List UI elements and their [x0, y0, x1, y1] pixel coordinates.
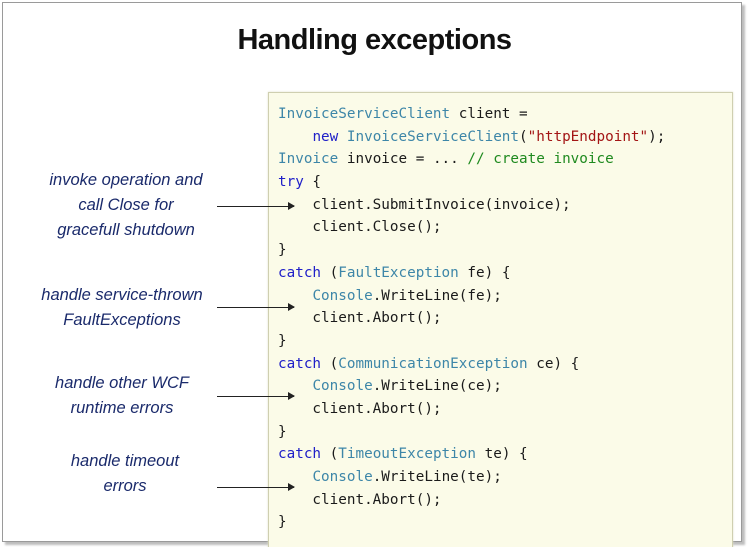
code-token: invoice = ...: [338, 151, 468, 168]
code-token: CommunicationException: [338, 355, 528, 372]
code-line: Invoice invoice = ... // create invoice: [278, 148, 665, 171]
code-token: client.Abort();: [278, 310, 442, 327]
code-token: TimeoutException: [338, 446, 476, 463]
code-token: }: [278, 332, 287, 349]
code-line: Console.WriteLine(ce);: [278, 375, 665, 398]
code-token: Console: [312, 287, 373, 304]
code-token: .WriteLine(te);: [372, 469, 502, 485]
code-token: catch: [278, 264, 322, 281]
code-token: [278, 469, 312, 485]
code-line: client.Abort();: [278, 398, 665, 421]
code-line: }: [278, 421, 665, 444]
code-line: client.Close();: [278, 216, 665, 239]
code-token: new: [312, 128, 339, 145]
code-token: [278, 378, 312, 394]
code-token: );: [648, 128, 666, 145]
code-line: catch (TimeoutException te) {: [278, 443, 665, 466]
code-token: try: [278, 174, 304, 191]
code-token: FaultException: [338, 264, 459, 281]
code-token: client.Close();: [278, 219, 442, 236]
code-line: client.SubmitInvoice(invoice);: [278, 194, 665, 217]
code-token: fe) {: [458, 264, 511, 281]
code-token: client.SubmitInvoice(invoice);: [278, 196, 571, 213]
code-token: te) {: [476, 446, 528, 463]
code-line: client.Abort();: [278, 489, 665, 512]
arrow-to-timeout-catch: [217, 483, 295, 491]
code-panel: [268, 92, 733, 547]
arrow-to-fault-catch: [217, 303, 295, 311]
code-token: {: [303, 174, 322, 191]
code-line: catch (FaultException fe) {: [278, 262, 665, 285]
code-block: InvoiceServiceClient client = new Invoic…: [278, 103, 665, 534]
code-token: (: [321, 264, 339, 281]
code-token: client.Abort();: [278, 491, 442, 508]
code-token: }: [278, 514, 287, 531]
code-token: .WriteLine(fe);: [372, 287, 502, 304]
code-token: .WriteLine(ce);: [372, 378, 502, 395]
code-token: [338, 129, 347, 145]
code-token: (: [321, 446, 339, 463]
code-token: [278, 129, 312, 145]
code-line: Console.WriteLine(fe);: [278, 285, 665, 308]
code-line: InvoiceServiceClient client =: [278, 103, 665, 126]
code-token: // create invoice: [467, 151, 614, 168]
code-line: catch (CommunicationException ce) {: [278, 353, 665, 376]
code-line: try {: [278, 171, 665, 194]
code-line: Console.WriteLine(te);: [278, 466, 665, 489]
code-token: (: [519, 128, 528, 145]
code-line: new InvoiceServiceClient("httpEndpoint")…: [278, 126, 665, 149]
code-token: "httpEndpoint": [527, 128, 649, 145]
code-token: Console: [312, 378, 373, 395]
code-token: ce) {: [527, 355, 580, 372]
arrow-to-try-block: [217, 202, 295, 210]
code-token: Console: [312, 469, 373, 485]
code-line: }: [278, 511, 665, 534]
code-token: }: [278, 423, 287, 440]
code-token: [278, 288, 312, 304]
code-token: catch: [278, 355, 322, 372]
code-token: catch: [278, 446, 322, 463]
code-line: }: [278, 330, 665, 353]
code-token: client.Abort();: [278, 400, 442, 417]
code-token: InvoiceServiceClient: [278, 106, 451, 122]
arrow-to-communication-catch: [217, 392, 295, 400]
code-line: client.Abort();: [278, 307, 665, 330]
code-token: client =: [450, 106, 528, 122]
code-token: (: [321, 355, 339, 372]
slide-title: Handling exceptions: [237, 24, 512, 56]
code-line: }: [278, 239, 665, 262]
code-token: Invoice: [278, 151, 339, 168]
code-token: }: [278, 242, 287, 259]
code-token: InvoiceServiceClient: [346, 128, 520, 145]
